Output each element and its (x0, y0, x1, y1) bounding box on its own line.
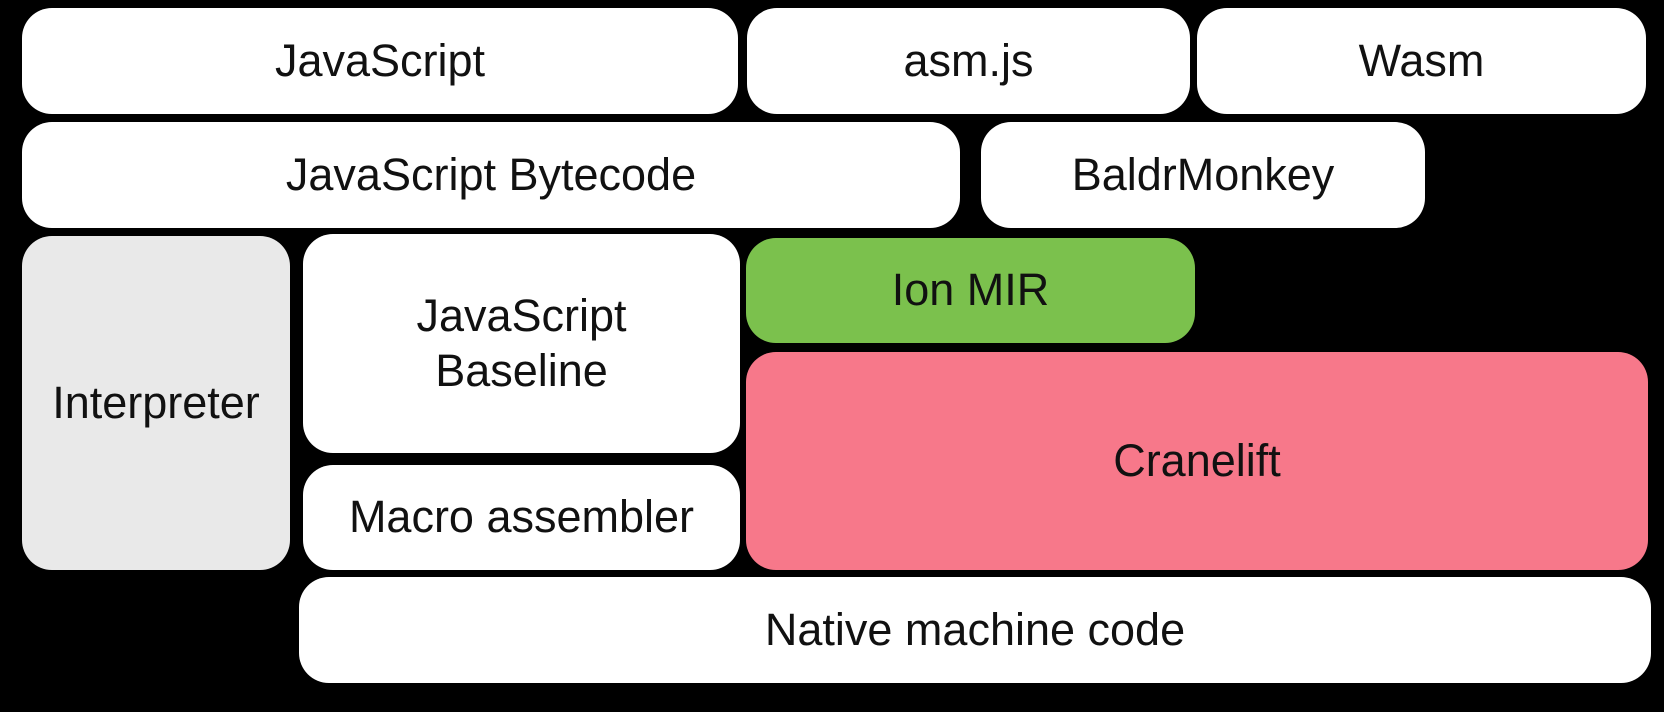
node-ion-mir: Ion MIR (746, 238, 1195, 343)
node-native-machine-code: Native machine code (299, 577, 1651, 683)
node-interpreter: Interpreter (22, 236, 290, 570)
node-macro-assembler: Macro assembler (303, 465, 740, 570)
node-asmjs: asm.js (747, 8, 1190, 114)
node-javascript-bytecode: JavaScript Bytecode (22, 122, 960, 228)
node-baldrmonkey: BaldrMonkey (981, 122, 1425, 228)
node-wasm: Wasm (1197, 8, 1646, 114)
node-cranelift: Cranelift (746, 352, 1648, 570)
node-javascript: JavaScript (22, 8, 738, 114)
node-javascript-baseline: JavaScript Baseline (303, 234, 740, 453)
